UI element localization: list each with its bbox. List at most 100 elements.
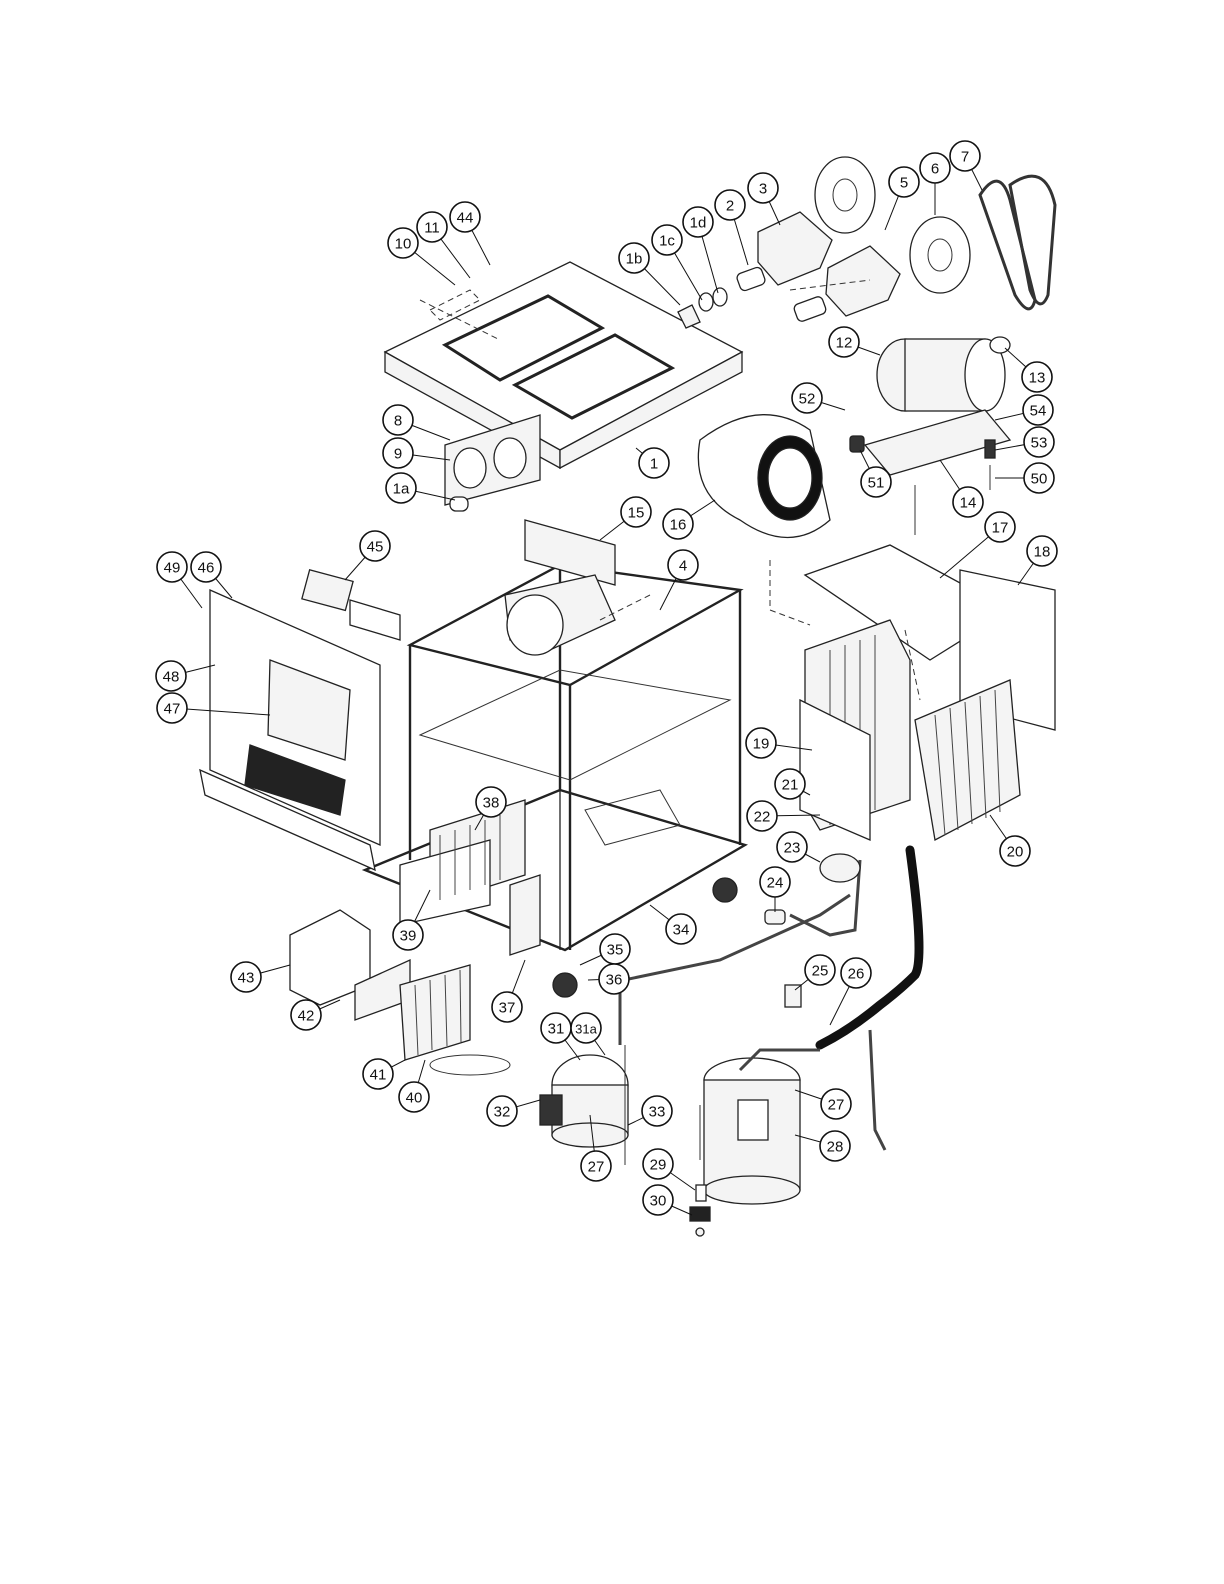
callout-number: 8 [394,413,402,430]
callout-number: 48 [163,669,180,686]
callout-number: 38 [483,795,500,812]
callout-number: 9 [394,446,402,463]
callout-number: 3 [759,181,767,198]
callout-41: 41 [363,1059,393,1089]
callout-36: 36 [599,964,629,994]
callout-43: 43 [231,962,261,992]
callout-number: 16 [670,517,687,534]
callout-number: 41 [370,1067,387,1084]
callout-number: 4 [679,558,687,575]
hopper-deck [385,262,742,468]
callout-number: 30 [650,1193,667,1210]
callout-number: 37 [499,1000,516,1017]
condenser-assembly [800,545,1055,840]
callout-54: 54 [1023,395,1053,425]
front-panel [200,570,400,870]
callout-15: 15 [621,497,651,527]
callout-26: 26 [841,958,871,988]
callout-25: 25 [805,955,835,985]
callout-14: 14 [953,487,983,517]
callout-23: 23 [777,832,807,862]
callout-31a: 31a [571,1013,601,1043]
callout-1: 1 [639,448,669,478]
callout-number: 23 [784,840,801,857]
callout-number: 13 [1029,370,1046,387]
callout-48: 48 [156,661,186,691]
callout-45: 45 [360,531,390,561]
callout-28: 28 [820,1131,850,1161]
callout-number: 12 [836,335,853,352]
callout-number: 20 [1007,844,1024,861]
callout-number: 53 [1031,435,1048,452]
callout-16: 16 [663,509,693,539]
callout-number: 26 [848,966,865,983]
callout-number: 54 [1030,403,1047,420]
callout-33: 33 [642,1096,672,1126]
callout-number: 35 [607,942,624,959]
callout-number: 44 [457,210,474,227]
callout-7: 7 [950,141,980,171]
callout-37: 37 [492,992,522,1022]
callout-number: 14 [960,495,977,512]
callout-number: 40 [406,1090,423,1107]
callout-44: 44 [450,202,480,232]
callout-4: 4 [668,550,698,580]
callout-number: 27 [828,1097,845,1114]
freezer-door-plate [445,415,540,511]
callout-number: 27 [588,1159,605,1176]
callout-number: 6 [931,161,939,178]
callout-39: 39 [393,920,423,950]
callout-34: 34 [666,914,696,944]
drive-components [678,157,1055,328]
callout-1d: 1d [683,207,713,237]
callout-number: 45 [367,539,384,556]
callout-number: 50 [1031,471,1048,488]
callout-number: 5 [900,175,908,192]
callout-46: 46 [191,552,221,582]
callout-10: 10 [388,228,418,258]
callout-number: 10 [395,236,412,253]
callout-number: 39 [400,928,417,945]
callout-number: 42 [298,1008,315,1025]
callout-51: 51 [861,467,891,497]
callout-number: 1a [393,481,410,498]
callout-27: 27 [821,1089,851,1119]
callout-30: 30 [643,1185,673,1215]
callout-27: 27 [581,1151,611,1181]
callout-35: 35 [600,934,630,964]
callout-18: 18 [1027,536,1057,566]
callout-number: 29 [650,1157,667,1174]
callout-8: 8 [383,405,413,435]
callout-29: 29 [643,1149,673,1179]
callout-number: 28 [827,1139,844,1156]
callout-number: 34 [673,922,690,939]
callout-40: 40 [399,1082,429,1112]
callout-number: 1 [650,456,658,473]
callout-number: 31a [575,1022,597,1037]
callout-number: 2 [726,198,734,215]
callout-49: 49 [157,552,187,582]
callout-number: 22 [754,809,771,826]
callout-17: 17 [985,512,1015,542]
callout-9: 9 [383,438,413,468]
callout-2: 2 [715,190,745,220]
callout-31: 31 [541,1013,571,1043]
callout-11: 11 [417,212,447,242]
callout-number: 32 [494,1104,511,1121]
callout-38: 38 [476,787,506,817]
callout-5: 5 [889,167,919,197]
callout-42: 42 [291,1000,321,1030]
callout-21: 21 [775,769,805,799]
callout-number: 1b [626,251,643,268]
callout-number: 36 [606,972,623,989]
callout-number: 51 [868,475,885,492]
callout-number: 17 [992,520,1009,537]
callout-number: 1d [690,215,707,232]
callout-number: 21 [782,777,799,794]
callout-12: 12 [829,327,859,357]
callout-number: 11 [424,220,440,237]
compressor-small [540,1045,628,1165]
callout-number: 7 [961,149,969,166]
callout-number: 1c [659,233,675,250]
